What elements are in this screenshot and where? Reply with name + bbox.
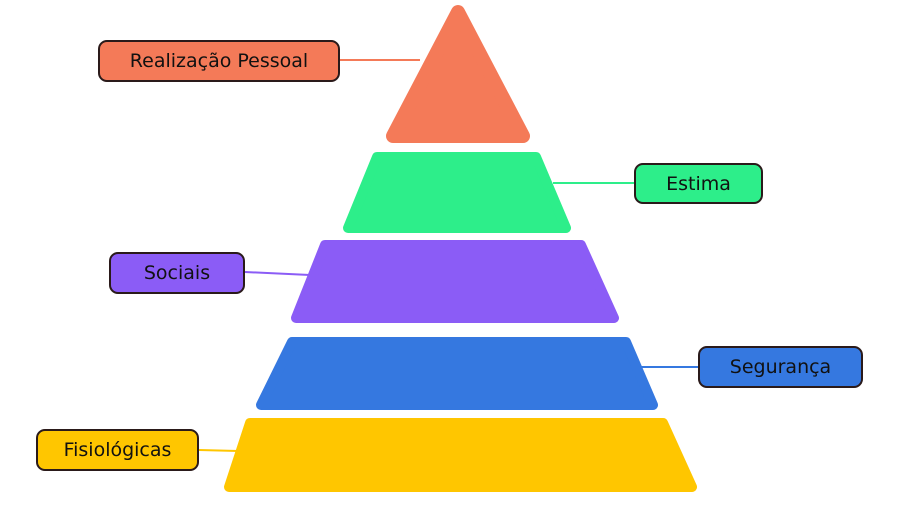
connector-fisiologicas (198, 449, 239, 452)
label-estima: Estima (634, 163, 763, 204)
pyramid-level-realizacao (386, 5, 530, 143)
pyramid-level-estima (343, 152, 571, 233)
pyramid-level-seguranca (256, 337, 658, 410)
label-realizacao-pessoal: Realização Pessoal (98, 40, 340, 82)
pyramid-level-fisiologicas (224, 418, 697, 492)
label-fisiologicas: Fisiológicas (36, 429, 199, 471)
label-sociais: Sociais (109, 252, 245, 294)
connector-sociais (244, 271, 311, 276)
pyramid-level-sociais (291, 240, 619, 323)
label-seguranca: Segurança (698, 346, 863, 388)
